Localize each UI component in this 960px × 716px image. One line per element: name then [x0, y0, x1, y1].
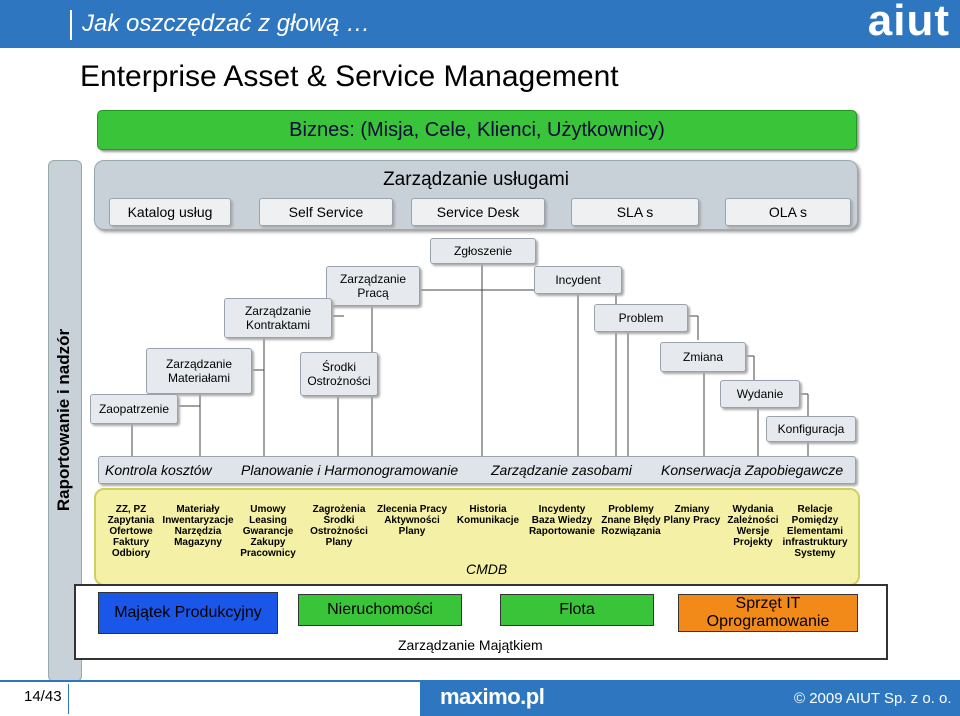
header-bar: Jak oszczędzać z głową … aiut [0, 0, 960, 48]
node-zarzadzanie-kontraktami: Zarządzanie Kontraktami [224, 298, 332, 338]
business-bar-label: Biznes: (Misja, Cele, Klienci, Użytkowni… [289, 118, 665, 141]
sla-button: SLA s [571, 198, 699, 226]
node-zarzadzanie-materialami: Zarządzanie Materiałami [146, 348, 252, 394]
process-bar: Kontrola kosztów Planowanie i Harmonogra… [98, 456, 856, 484]
node-zaopatrzenie: Zaopatrzenie [90, 394, 178, 424]
node-srodki-ostroznosci: Środki Ostrożności [300, 352, 378, 396]
asset-flota: Flota [500, 594, 654, 626]
asset-sprzet-it: Sprzęt IT Oprogramowanie [678, 594, 858, 632]
footer-separator [68, 684, 69, 714]
page-number: 14/43 [24, 688, 62, 705]
copyright: © 2009 AIUT Sp. z o. o. [794, 690, 952, 707]
service-management-title: Zarządzanie usługami [383, 169, 569, 190]
node-zarzadzanie-praca: Zarządzanie Pracą [326, 266, 420, 306]
node-incydent: Incydent [534, 266, 622, 294]
cmdb-panel [94, 488, 860, 586]
node-konfiguracja: Konfiguracja [766, 416, 856, 442]
ola-button: OLA s [725, 198, 851, 226]
service-desk-button: Service Desk [411, 198, 545, 226]
footer-line [0, 680, 960, 682]
asset-management-title: Zarządzanie Majątkiem [398, 637, 543, 653]
header-separator [70, 10, 72, 40]
brand-maximo: maximo.pl [440, 684, 545, 709]
process-konserwacja: Konserwacja Zapobiegawcze [661, 462, 844, 478]
header-title: Jak oszczędzać z głową … [82, 10, 371, 37]
page-title: Enterprise Asset & Service Management [80, 60, 619, 93]
asset-majatek-produkcyjny: Majątek Produkcyjny [98, 592, 278, 634]
process-zarzadzanie-zasobami: Zarządzanie zasobami [491, 462, 632, 478]
process-planowanie: Planowanie i Harmonogramowanie [241, 462, 459, 478]
self-service-button: Self Service [259, 198, 393, 226]
node-problem: Problem [594, 304, 688, 332]
service-management-panel: Zarządzanie usługami Katalog usług Self … [94, 160, 858, 230]
aiut-logo: aiut [867, 0, 950, 45]
footer-band [420, 682, 960, 716]
asset-nieruchomosci: Nieruchomości [298, 594, 462, 626]
business-bar: Biznes: (Misja, Cele, Klienci, Użytkowni… [97, 110, 857, 150]
node-zmiana: Zmiana [660, 342, 746, 372]
node-zgloszenie: Zgłoszenie [430, 238, 536, 264]
cmdb-label: CMDB [466, 561, 508, 577]
katalog-uslug-button: Katalog usług [109, 198, 231, 226]
process-kontrola-kosztow: Kontrola kosztów [105, 462, 212, 478]
node-wydanie: Wydanie [720, 380, 800, 408]
